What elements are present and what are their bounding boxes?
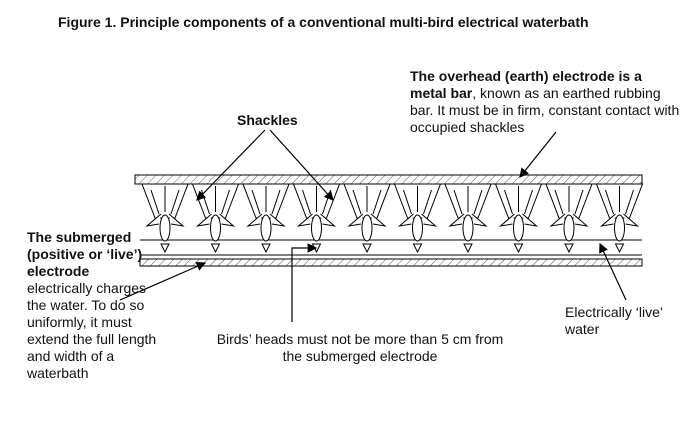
bird-head	[261, 243, 271, 254]
bird-head	[463, 243, 473, 254]
bird-body	[210, 214, 221, 242]
bird-wings	[195, 213, 236, 227]
bird-body	[462, 214, 474, 242]
bird-legs	[150, 186, 180, 215]
bird-body	[412, 214, 423, 242]
arrow-submerged	[119, 261, 207, 301]
overhead-electrode-bar	[134, 174, 643, 185]
bird-wings	[448, 213, 488, 227]
bird-head	[210, 243, 221, 254]
bird-body	[513, 214, 524, 242]
bird-legs	[403, 186, 432, 215]
bird-legs	[605, 186, 634, 215]
bird-head	[614, 243, 625, 254]
bird-body	[159, 214, 171, 242]
live-water-caption: Electrically ‘live’ water	[565, 304, 663, 337]
submerged-caption-text: electrically charges the water. To do so…	[27, 280, 157, 381]
shackled-bird	[191, 183, 240, 254]
shackled-bird	[595, 183, 644, 254]
bird-head	[513, 243, 524, 254]
bird-body	[361, 214, 373, 242]
arrow-overhead	[519, 131, 557, 178]
bird-wings	[498, 213, 539, 227]
figure-title: Figure 1. Principle components of a conv…	[58, 14, 589, 30]
overhead-caption-bold: The overhead (earth) electrode is a meta…	[410, 68, 642, 101]
bird-wings	[549, 213, 589, 227]
bird-body	[563, 214, 575, 242]
annotation-arrows	[119, 129, 627, 322]
bird-wings	[296, 213, 337, 227]
arrow-shackles-left	[196, 129, 266, 201]
submerged-electrode-bar	[139, 258, 643, 267]
shackled-bird	[292, 183, 341, 254]
shackled-bird	[494, 183, 543, 254]
bird-wings	[246, 213, 286, 227]
bird-head	[160, 243, 170, 254]
overhead-caption-text: , known as an earthed rubbing bar. It mu…	[410, 85, 680, 135]
bird-body	[260, 214, 272, 242]
shackled-bird	[444, 183, 492, 254]
arrow-shackles-right	[269, 129, 334, 201]
shackled-bird	[343, 183, 391, 254]
bird-wings	[145, 213, 185, 227]
shackles-label: Shackles	[237, 112, 298, 128]
shackled-bird	[393, 183, 442, 254]
bird-heads-caption: Birds’ heads must not be more than 5 cm …	[216, 331, 504, 364]
bird-legs	[251, 186, 281, 215]
arrow-heads	[291, 243, 318, 322]
bird-head	[362, 243, 372, 254]
bird-legs	[453, 186, 483, 215]
submerged-caption-bold: The submerged (positive or ‘live’) elect…	[27, 229, 143, 279]
bird-wings	[599, 213, 640, 227]
shackled-birds-group	[141, 183, 644, 254]
bird-wings	[397, 213, 438, 227]
bird-wings	[347, 213, 387, 227]
shackled-bird	[242, 183, 290, 254]
bird-body	[614, 214, 625, 242]
shackled-bird	[141, 183, 189, 254]
bird-head	[412, 243, 423, 254]
bird-legs	[352, 186, 382, 215]
shackled-bird	[545, 183, 593, 254]
bird-head	[564, 243, 574, 254]
bird-legs	[504, 186, 533, 215]
bird-body	[311, 214, 322, 242]
overhead-electrode-caption: The overhead (earth) electrode is a meta…	[410, 68, 680, 136]
arrow-live-water	[599, 242, 627, 301]
bird-legs	[554, 186, 584, 215]
submerged-electrode-caption: The submerged (positive or ‘live’) elect…	[27, 229, 157, 382]
